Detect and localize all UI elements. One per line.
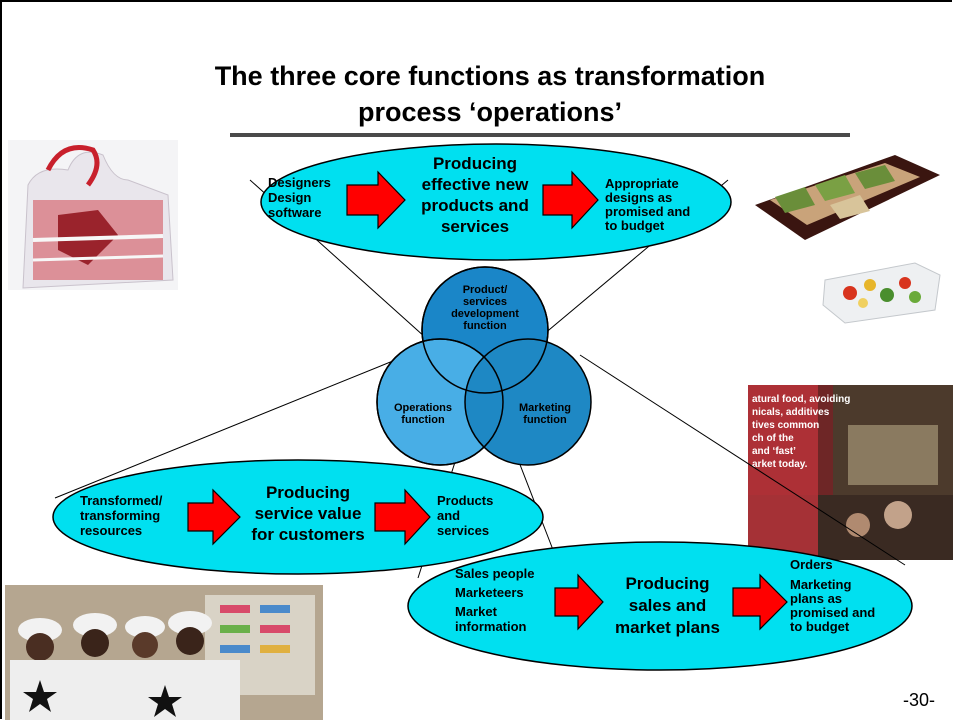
bottom-process-label: Producing sales and market plans: [615, 574, 720, 637]
shop-sign-text: atural food, avoiding nicals, additives …: [752, 394, 851, 470]
title-line-2: process ‘operations’: [357, 97, 623, 127]
operations-label: Operations function: [393, 402, 453, 426]
top-outputs-label: Appropriate designs as promised and to b…: [605, 176, 691, 233]
left-ellipse: [52, 459, 544, 575]
top-inputs-label: Designers Design software: [268, 175, 331, 220]
kitchen-workers-photo: [5, 585, 323, 720]
slide-title: The three core functions as transformati…: [120, 58, 860, 130]
connector-line: [579, 354, 906, 566]
top-process-label: Producing effective new products and ser…: [421, 154, 529, 236]
left-outputs-label: Products and services: [437, 493, 494, 538]
bottom-inputs-label: Sales people Marketeers Market informati…: [455, 566, 535, 634]
title-underline: [230, 133, 850, 137]
left-process-label: Producing service value for customers: [251, 483, 365, 544]
page-number: -30-: [902, 690, 935, 710]
arrow-icon: [187, 488, 241, 546]
left-inputs-label: Transformed/ transforming resources: [80, 493, 163, 538]
marketing-circle: [464, 338, 592, 466]
arrow-icon: [732, 573, 788, 631]
marketing-label: Marketing function: [519, 402, 571, 426]
sandwich-tray-photo: [745, 145, 945, 245]
bottom-ellipse: [407, 541, 913, 671]
connector-line: [54, 349, 421, 499]
product-development-label: Product/ services development function: [451, 284, 519, 332]
salad-box-photo: [815, 255, 945, 325]
arrow-icon: [542, 170, 599, 230]
arrow-icon: [346, 170, 406, 230]
arrow-icon: [374, 488, 431, 546]
arrow-icon: [554, 573, 604, 631]
bottom-outputs-label: Orders Marketing plans as promised and t…: [790, 557, 876, 634]
shopping-bag-photo: [8, 140, 178, 290]
shop-window-photo: atural food, avoiding nicals, additives …: [748, 385, 953, 560]
title-line-1: The three core functions as transformati…: [214, 61, 766, 91]
